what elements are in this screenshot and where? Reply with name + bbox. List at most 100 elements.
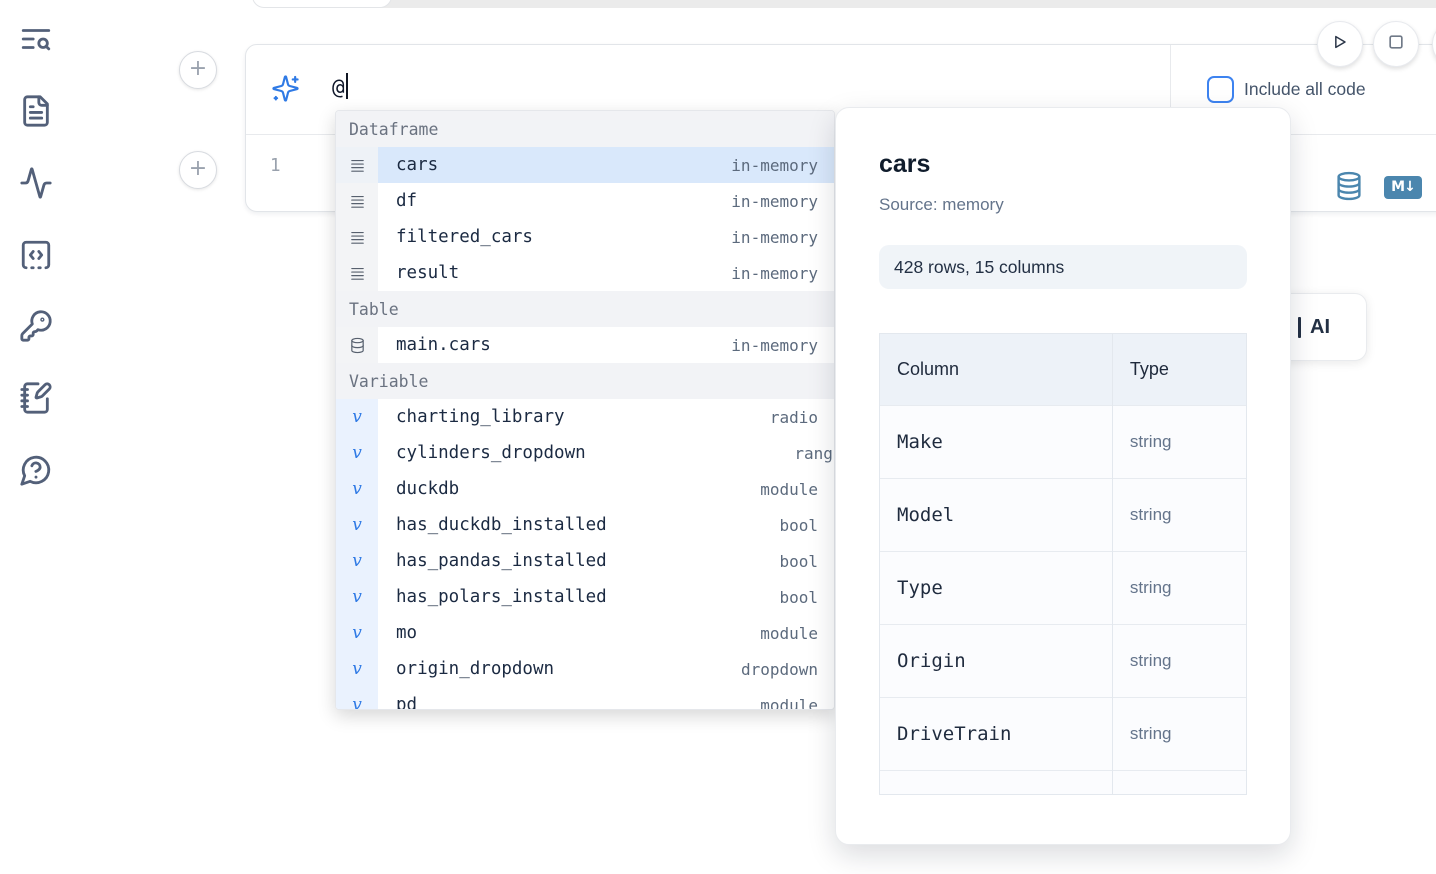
variable-kind-icon: v <box>336 579 378 615</box>
variable-kind-icon: v <box>336 471 378 507</box>
previous-cell-edge <box>252 0 392 8</box>
ai-prompt-input[interactable]: @ <box>332 73 1132 107</box>
autocomplete-item-main.cars[interactable]: main.cars in-memory <box>336 327 834 363</box>
schema-column-type: string <box>1111 404 1246 478</box>
sidebar-item-snippets[interactable] <box>19 238 53 272</box>
dataframe-kind-icon <box>336 147 378 183</box>
autocomplete-item-cylinders_dropdown[interactable]: v cylinders_dropdown range_slider <box>336 435 834 471</box>
add-cell-above-button[interactable]: + <box>179 51 217 89</box>
help-chat-icon <box>19 455 53 491</box>
schema-column-name: DriveTrain <box>880 696 1113 770</box>
completion-type: range_slider <box>794 443 834 463</box>
completion-type: in-memory <box>731 263 818 283</box>
variable-kind-icon: v <box>336 543 378 579</box>
sidebar-item-activity[interactable] <box>19 166 53 200</box>
schema-column-name: Type <box>880 550 1113 624</box>
schema-column-type: string <box>1111 696 1246 770</box>
input-options-divider <box>1170 45 1171 134</box>
sidebar <box>0 0 72 874</box>
run-cell-button[interactable] <box>1317 21 1363 67</box>
autocomplete-section-header: Variable <box>336 363 834 399</box>
sidebar-item-keys[interactable] <box>19 309 53 343</box>
code-square-icon <box>19 240 53 276</box>
completion-type: module <box>760 479 818 499</box>
completion-type: dropdown <box>740 659 818 679</box>
preview-title: cars <box>879 150 931 178</box>
schema-column-name: Origin <box>880 623 1113 697</box>
sidebar-item-files[interactable] <box>19 94 53 128</box>
include-all-code-label: Include all code <box>1244 79 1366 99</box>
completion-type: module <box>760 623 818 643</box>
sidebar-item-help[interactable] <box>19 453 53 487</box>
completion-type: in-memory <box>731 227 818 247</box>
dataframe-kind-icon <box>336 183 378 219</box>
dataframe-kind-icon <box>336 219 378 255</box>
completion-name: origin_dropdown <box>396 659 555 679</box>
completion-name: mo <box>396 623 418 643</box>
completion-name: filtered_cars <box>396 227 533 247</box>
previous-output-edge <box>380 0 1436 8</box>
preview-source: Source: memory <box>879 195 1004 214</box>
database-icon <box>1335 171 1363 205</box>
schema-column-name: Make <box>880 404 1113 478</box>
autocomplete-section-header: Table <box>336 291 834 327</box>
completion-type: module <box>760 695 818 710</box>
schema-column-type <box>1111 769 1246 794</box>
autocomplete-item-result[interactable]: result in-memory <box>336 255 834 291</box>
add-cell-below-button[interactable]: + <box>179 151 217 189</box>
completion-name: cars <box>396 155 439 175</box>
stop-square-icon <box>1386 32 1406 57</box>
line-number: 1 <box>270 156 281 176</box>
schema-header-type: Type <box>1111 334 1246 405</box>
completion-name: main.cars <box>396 335 491 355</box>
completion-name: has_duckdb_installed <box>396 515 607 535</box>
table-kind-icon <box>336 327 378 363</box>
schema-row <box>880 769 1246 794</box>
file-document-icon <box>19 95 53 132</box>
completion-type: in-memory <box>731 155 818 175</box>
schema-column-type: string <box>1111 623 1246 697</box>
convert-to-sql-button[interactable] <box>1335 171 1363 201</box>
text-caret <box>345 73 348 99</box>
completion-name: result <box>396 263 460 283</box>
autocomplete-section-header: Dataframe <box>336 111 834 147</box>
completion-name: cylinders_dropdown <box>396 443 586 463</box>
ai-sparkles-icon <box>271 74 300 103</box>
completion-type: in-memory <box>731 335 818 355</box>
include-all-code-checkbox[interactable] <box>1207 76 1234 103</box>
activity-icon <box>19 167 53 204</box>
schema-column-type: string <box>1111 477 1246 551</box>
completion-name: df <box>396 191 418 211</box>
autocomplete-item-cars[interactable]: cars in-memory <box>336 147 834 183</box>
sidebar-item-scratchpad[interactable] <box>19 381 53 415</box>
variable-kind-icon: v <box>336 615 378 651</box>
variable-kind-icon: v <box>336 399 378 435</box>
completion-name: has_pandas_installed <box>396 551 607 571</box>
clipped-letter <box>1298 316 1301 338</box>
autocomplete-item-filtered_cars[interactable]: filtered_cars in-memory <box>336 219 834 255</box>
sidebar-item-search[interactable] <box>19 22 53 56</box>
convert-to-markdown-button[interactable]: M↓ <box>1384 176 1422 199</box>
variable-kind-icon: v <box>336 435 378 471</box>
notebook-pen-icon <box>19 382 53 419</box>
stop-button[interactable] <box>1373 21 1419 67</box>
schema-column-name: Model <box>880 477 1113 551</box>
completion-name: has_polars_installed <box>396 587 607 607</box>
completion-name: duckdb <box>396 479 460 499</box>
ai-prompt-value: @ <box>332 75 345 99</box>
variable-kind-icon: v <box>336 507 378 543</box>
